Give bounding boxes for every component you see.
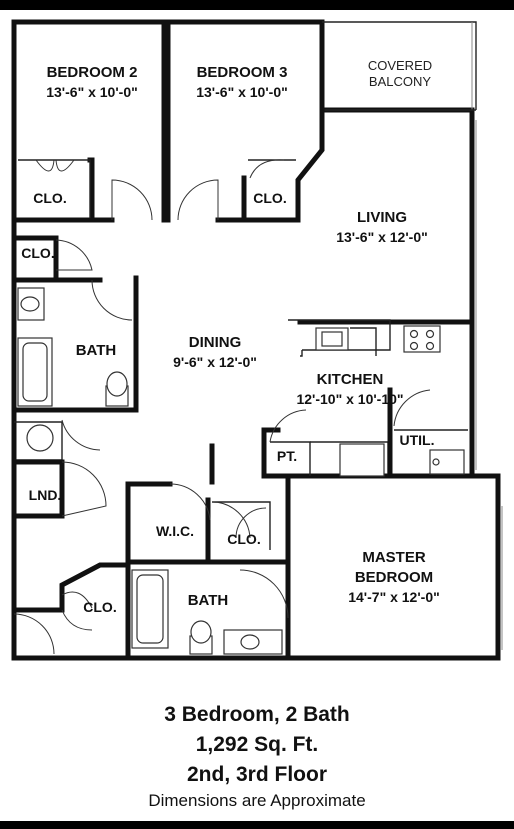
- bedroom2-dims: 13'-6" x 10'-0": [46, 84, 138, 100]
- entry-closet-area: [11, 562, 131, 655]
- living-label: LIVING: [357, 209, 407, 226]
- bath2-label: BATH: [188, 592, 229, 609]
- bath1-area: [11, 235, 139, 413]
- laundry-area: [11, 419, 107, 519]
- bath1-label: BATH: [76, 342, 117, 359]
- util-label: UTIL.: [400, 432, 435, 448]
- wic-label: W.I.C.: [156, 523, 194, 539]
- balcony-label-line1: COVERED: [368, 58, 432, 73]
- plan-info: 3 Bedroom, 2 Bath 1,292 Sq. Ft. 2nd, 3rd…: [0, 700, 514, 812]
- floor-line: 2nd, 3rd Floor: [186, 763, 327, 786]
- clo-entry-label: CLO.: [83, 599, 116, 615]
- balcony-label-line2: BALCONY: [369, 74, 431, 89]
- kitchen-area: [261, 319, 475, 479]
- clo-bed3-label: CLO.: [253, 190, 286, 206]
- bedroom3-dims: 13'-6" x 10'-0": [196, 84, 288, 100]
- floor-plan: BEDROOM 2 13'-6" x 10'-0" BEDROOM 3 13'-…: [11, 19, 503, 661]
- dining-dims: 9'-6" x 12'-0": [173, 354, 257, 370]
- living-dims: 13'-6" x 12'-0": [336, 229, 428, 245]
- bedroom3-label: BEDROOM 3: [197, 64, 288, 81]
- master-label-line2: BEDROOM: [355, 569, 433, 586]
- master-label-line1: MASTER: [362, 549, 426, 566]
- bed-bath-line: 3 Bedroom, 2 Bath: [164, 703, 350, 726]
- clo-bed2-label: CLO.: [33, 190, 66, 206]
- master-dims: 14'-7" x 12'-0": [348, 589, 440, 605]
- master-walls: [125, 427, 501, 661]
- floor-plan-frame: BEDROOM 2 13'-6" x 10'-0" BEDROOM 3 13'-…: [0, 10, 514, 821]
- bedroom-closets: [18, 159, 296, 221]
- dining-label: DINING: [189, 334, 242, 351]
- bedroom-walls: [11, 19, 325, 223]
- sqft-line: 1,292 Sq. Ft.: [195, 733, 319, 756]
- clo-master-label: CLO.: [227, 531, 260, 547]
- balcony-area: [322, 21, 477, 111]
- kitchen-dims: 12'-10" x 10'-10": [296, 391, 403, 407]
- dimensions-note: Dimensions are Approximate: [148, 791, 366, 810]
- kitchen-label: KITCHEN: [317, 371, 384, 388]
- bedroom2-label: BEDROOM 2: [47, 64, 138, 81]
- clo-hall-label: CLO.: [21, 245, 54, 261]
- pt-label: PT.: [277, 448, 297, 464]
- lnd-label: LND.: [29, 487, 62, 503]
